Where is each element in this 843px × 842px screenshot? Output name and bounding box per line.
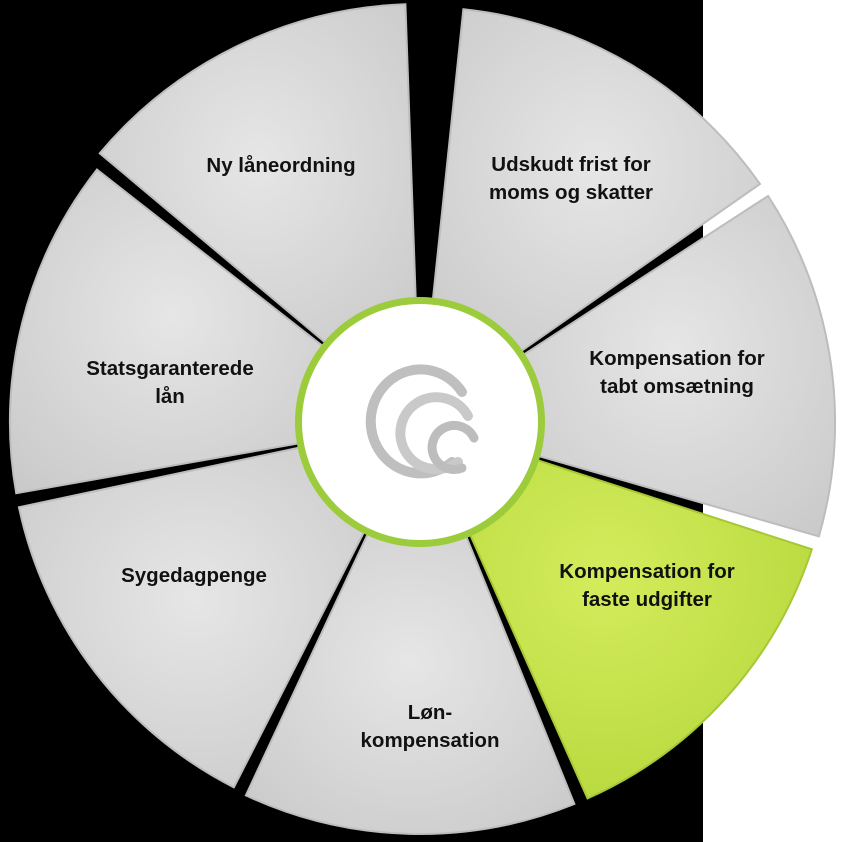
segment-label-line: Kompensation for xyxy=(559,560,734,583)
segment-label-line: tabt omsætning xyxy=(600,375,754,398)
segment-label-line: Løn- xyxy=(408,701,452,724)
segment-label-line: Udskudt frist for xyxy=(491,153,650,176)
segment-label-line: Ny låneordning xyxy=(206,154,355,177)
c-swirl-logo-icon xyxy=(365,364,479,479)
segment-label-line: Statsgaranterede xyxy=(86,357,253,380)
segment-label-line: faste udgifter xyxy=(582,588,712,611)
hub-disc xyxy=(302,304,538,540)
segment-label-line: moms og skatter xyxy=(489,181,653,204)
segment-label-line: Sygedagpenge xyxy=(121,564,267,587)
segment-udskudt-frist[interactable]: Udskudt frist for moms og skatter xyxy=(430,8,762,361)
segment-label-line: kompensation xyxy=(361,729,500,752)
segment-label-line: Kompensation for xyxy=(589,347,764,370)
segment-kompensation-tabt-omsaetning[interactable]: Kompensation for tabt omsætning xyxy=(510,194,836,538)
segment-statsgaranterede-laan[interactable]: Statsgaranterede lån xyxy=(9,168,335,495)
center-hub xyxy=(295,297,545,547)
segment-label-line: lån xyxy=(155,385,185,408)
